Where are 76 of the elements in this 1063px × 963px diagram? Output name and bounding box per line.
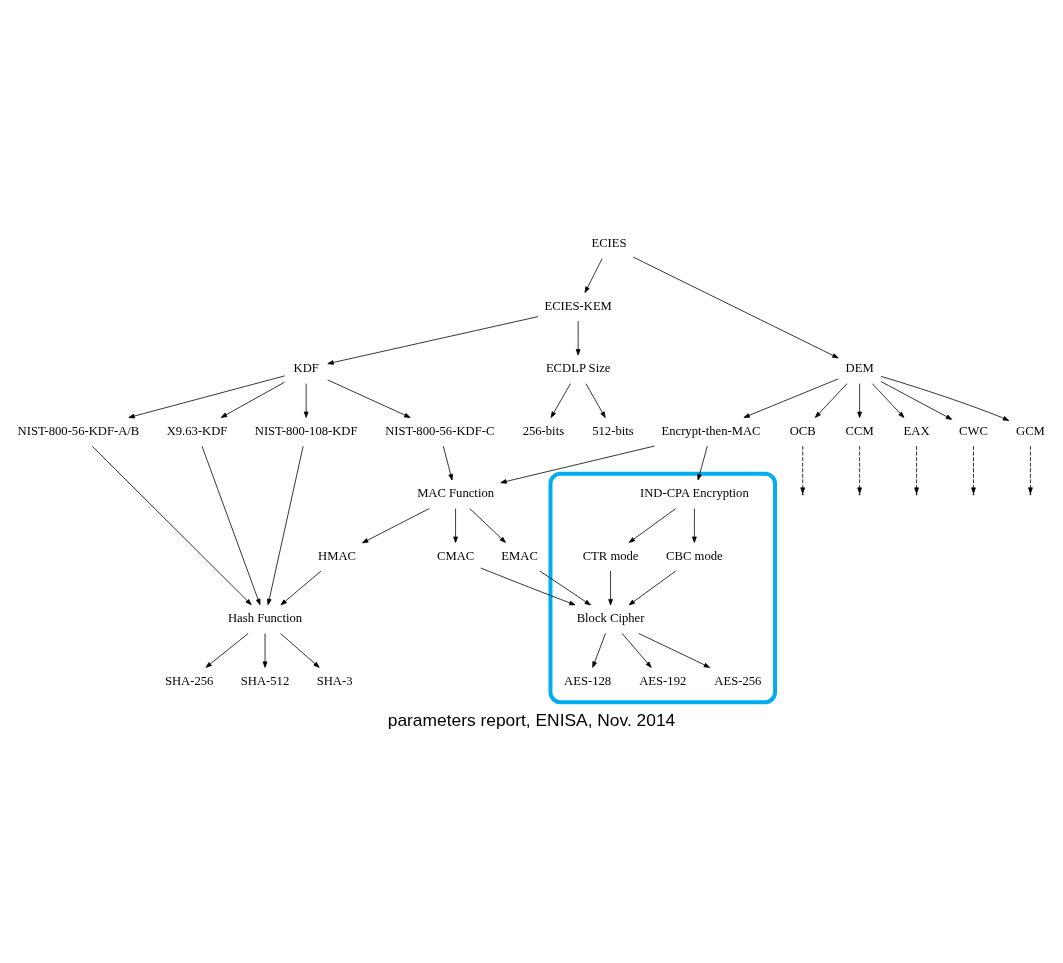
arrow [220, 381, 285, 418]
arrow [584, 257, 603, 293]
node-text: X9.63-KDF [166, 423, 228, 438]
arrow [608, 570, 613, 605]
node-text: GCM [1016, 423, 1045, 438]
node-text: EMAC [501, 548, 538, 563]
arrow [914, 445, 919, 494]
node-text: CMAC [436, 548, 475, 563]
arrow [800, 445, 806, 494]
arrow [814, 382, 848, 418]
node-text: Hash Function [227, 610, 303, 625]
node-text: CWC [959, 423, 988, 438]
node-text: SHA-512 [240, 673, 290, 688]
arrow [857, 445, 862, 494]
node-text: MAC Function [417, 485, 495, 500]
node-text: SHA-256 [164, 673, 214, 688]
arrow [621, 632, 652, 668]
arrow [442, 445, 453, 480]
node-text: ECDLP Size [545, 360, 611, 375]
node-text: CBC mode [666, 548, 723, 563]
arrow [871, 382, 905, 418]
arrow [628, 507, 677, 543]
node-text: NIST-800-56-KDF-C [385, 423, 495, 438]
arrow [592, 632, 606, 668]
arrow [205, 632, 249, 668]
arrow [327, 315, 539, 365]
arrow [638, 632, 711, 668]
caption: parameters report, ENISA, Nov. 2014 [387, 709, 676, 730]
node-text: AES-128 [564, 673, 612, 688]
arrow [362, 507, 430, 543]
node-text: EAX [903, 423, 930, 438]
arrow [692, 507, 697, 543]
arrow [628, 570, 677, 605]
arrow [91, 445, 252, 605]
node-text: AES-256 [714, 673, 762, 688]
node-text: HMAC [318, 548, 356, 563]
arrow [539, 570, 591, 605]
arrow [469, 507, 506, 543]
node-text: Block Cipher [576, 610, 645, 625]
arrow [632, 256, 839, 358]
arrow [971, 445, 976, 494]
arrow [743, 378, 839, 418]
arrow [585, 382, 606, 418]
node-text: CCM [845, 423, 874, 438]
node-text: ECIES-KEM [544, 298, 612, 313]
arrow [697, 445, 708, 480]
node-text: AES-192 [639, 673, 687, 688]
arrow [500, 445, 656, 484]
arrow [857, 382, 862, 418]
arrow [201, 445, 261, 605]
arrow [480, 567, 576, 605]
arrow [327, 379, 411, 418]
arrow [266, 445, 304, 605]
arrow [262, 632, 268, 668]
node-text: CTR mode [582, 548, 639, 563]
node-text: 256-bits [522, 423, 565, 438]
arrow [303, 382, 309, 418]
node-text: IND-CPA Encryption [640, 485, 749, 500]
node-text: DEM [845, 360, 874, 375]
arrow [280, 632, 320, 668]
arrow [550, 382, 571, 418]
arrow [575, 320, 581, 355]
arrow [880, 375, 1010, 421]
node-text: KDF [293, 360, 319, 375]
arrow [128, 374, 286, 418]
node-text: 512-bits [592, 423, 634, 438]
node-text: ECIES [591, 235, 627, 250]
arrow [453, 507, 458, 543]
arrow [880, 380, 953, 420]
node-text: Encrypt-then-MAC [661, 423, 761, 438]
node-text: NIST-800-56-KDF-A/B [17, 423, 140, 438]
node-text: SHA-3 [316, 673, 353, 688]
arrow [280, 570, 322, 605]
node-text: OCB [789, 423, 816, 438]
node-text: NIST-800-108-KDF [254, 423, 358, 438]
arrow [1028, 445, 1033, 494]
